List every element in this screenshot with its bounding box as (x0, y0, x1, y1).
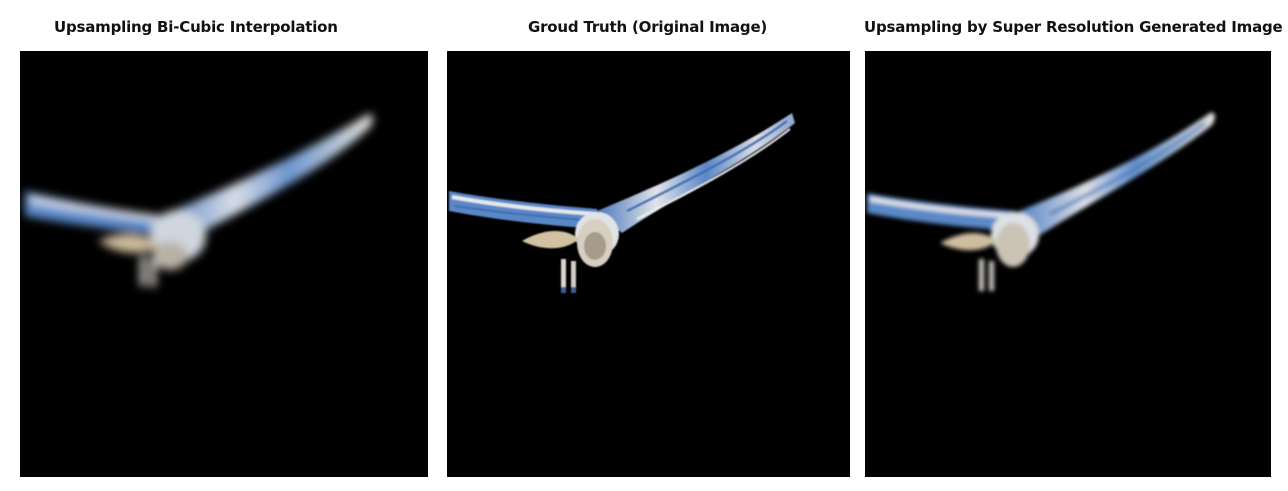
owl-super-resolution (867, 112, 1215, 291)
caption-ground-truth: Groud Truth (Original Image) (528, 18, 768, 36)
caption-super-resolution: Upsampling by Super Resolution Generated… (864, 18, 1283, 36)
super-resolution-image (865, 51, 1271, 477)
owl-ground-truth (449, 113, 795, 293)
ground-truth-image (447, 51, 850, 477)
owl-bicubic (25, 114, 373, 287)
bicubic-image (20, 51, 428, 477)
caption-bicubic: Upsampling Bi-Cubic Interpolation (54, 18, 338, 36)
